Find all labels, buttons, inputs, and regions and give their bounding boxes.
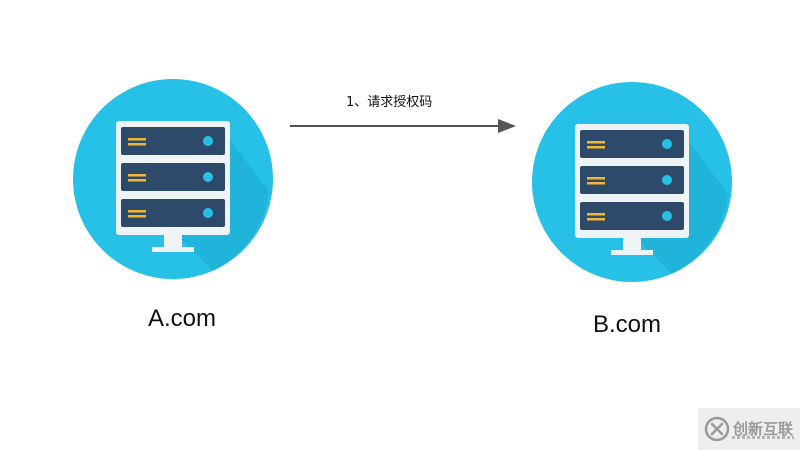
chuangxin-logo-icon	[704, 416, 730, 442]
watermark-subtext-decoration	[732, 436, 794, 439]
server-a	[73, 79, 273, 279]
arrow-edge	[290, 119, 516, 133]
node-label-b: B.com	[593, 311, 662, 338]
watermark-text: 创新互联	[733, 419, 794, 438]
server-icon	[532, 82, 732, 282]
server-b	[532, 82, 732, 282]
node-label-a: A.com	[148, 305, 217, 332]
server-icon	[73, 79, 273, 279]
edge-label: 1、请求授权码	[346, 95, 433, 110]
watermark: 创新互联	[698, 408, 800, 450]
